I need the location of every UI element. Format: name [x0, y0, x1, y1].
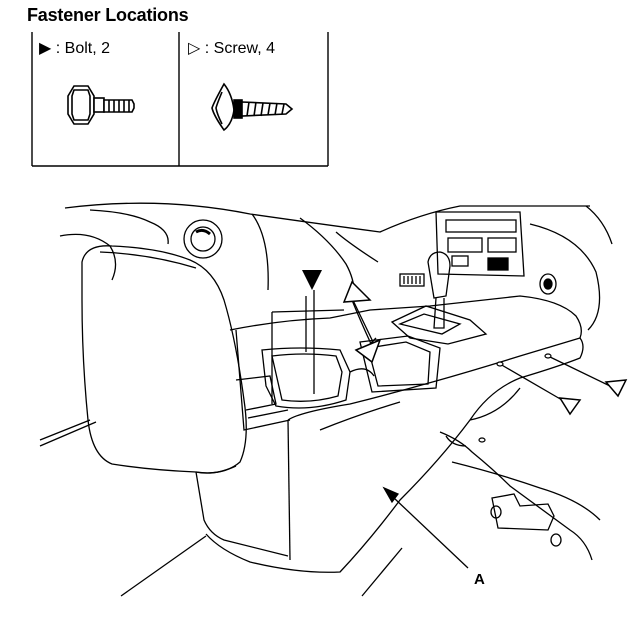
- screw-marker-middle: [354, 338, 382, 364]
- bolt-icon: [67, 85, 135, 125]
- bolt-marker: [302, 270, 322, 290]
- console-illustration: [39, 202, 613, 597]
- screw-marker-right-lower: [558, 397, 582, 416]
- callout-a-label: A: [474, 571, 485, 588]
- legend-bolt-label: ▶ : Bolt, 2: [39, 40, 110, 57]
- screw-icon: [211, 82, 294, 132]
- screw-marker-right-upper: [604, 379, 628, 398]
- screw-marker-upper-left: [342, 280, 372, 303]
- legend-frame: [31, 32, 329, 167]
- screw-heads: [478, 353, 552, 443]
- legend-screw-label: ▷ : Screw, 4: [188, 40, 275, 57]
- page-title: Fastener Locations: [27, 5, 189, 25]
